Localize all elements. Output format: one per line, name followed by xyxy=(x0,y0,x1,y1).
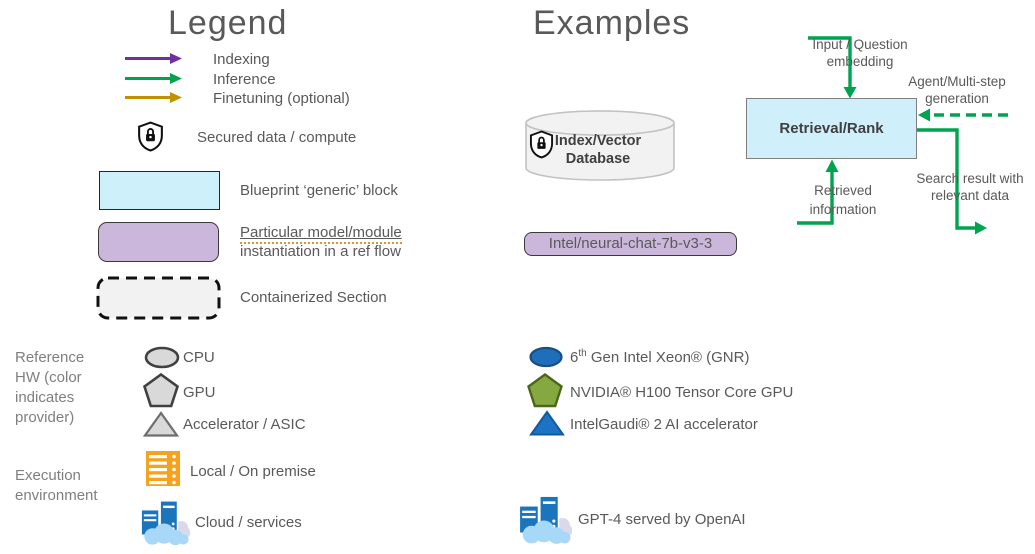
retrieved-information-label: Retrieved information xyxy=(809,183,877,217)
blueprint-generic-block-label: Blueprint ‘generic’ block xyxy=(240,182,398,199)
gpu-label: GPU xyxy=(183,384,216,401)
cpu-label: CPU xyxy=(183,349,215,366)
nvidia-gpu-label: NVIDIA® H100 Tensor Core GPU xyxy=(570,384,794,401)
execution-env-caption: Execution environment xyxy=(15,467,98,504)
retrieval-rank-box: Retrieval/Rank xyxy=(746,98,917,159)
containerized-section-swatch xyxy=(95,275,222,321)
accelerator-label: Accelerator / ASIC xyxy=(183,416,306,433)
agent-generation-label: Agent/Multi-step generation xyxy=(908,74,1006,106)
model-block-label-line1: Particular model/module xyxy=(240,224,402,244)
database-label: Index/Vector Database xyxy=(554,133,642,167)
indexing-arrow-icon xyxy=(125,52,183,65)
inference-arrow-label: Inference xyxy=(213,71,276,88)
secured-data-label: Secured data / compute xyxy=(197,129,357,146)
containerized-section-label: Containerized Section xyxy=(240,289,387,306)
flow-arrows xyxy=(740,30,1035,245)
input-question-label: Input / Question embedding xyxy=(812,37,908,69)
finetuning-arrow-label: Finetuning (optional) xyxy=(213,90,350,107)
search-result-label: Search result with relevant data xyxy=(916,171,1024,203)
xeon-label: 6th Gen Intel Xeon® (GNR) xyxy=(570,348,750,366)
model-block-label-line2: instantiation in a ref flow xyxy=(240,243,401,260)
gaudi-accelerator-icon xyxy=(529,409,565,437)
local-onpremise-label: Local / On premise xyxy=(190,463,316,480)
shield-lock-icon xyxy=(137,121,164,152)
cloud-services-label: Cloud / services xyxy=(195,514,302,531)
indexing-arrow-label: Indexing xyxy=(213,51,270,68)
xeon-cpu-icon xyxy=(528,346,564,368)
finetuning-arrow-icon xyxy=(125,91,183,104)
accelerator-icon xyxy=(143,410,179,438)
model-block-swatch xyxy=(98,222,219,262)
index-vector-database-cylinder xyxy=(524,109,676,183)
legend-title: Legend xyxy=(168,4,288,42)
examples-title: Examples xyxy=(533,4,691,42)
gpt4-openai-label: GPT-4 served by OpenAI xyxy=(578,511,746,528)
cloud-services-icon xyxy=(140,497,190,547)
inference-arrow-icon xyxy=(125,72,183,85)
database-shield-lock-icon xyxy=(529,130,554,159)
gaudi-accelerator-label: IntelGaudi® 2 AI accelerator xyxy=(570,416,758,433)
reference-hw-caption: Reference HW (color indicates provider) xyxy=(15,349,85,426)
cpu-icon xyxy=(143,346,181,369)
blueprint-generic-block-swatch xyxy=(99,171,220,210)
gpt4-cloud-icon xyxy=(518,493,572,545)
local-server-icon xyxy=(146,451,180,486)
model-chip: Intel/neural-chat-7b-v3-3 xyxy=(524,232,737,256)
nvidia-gpu-icon xyxy=(526,372,564,408)
gpu-icon xyxy=(142,372,180,408)
